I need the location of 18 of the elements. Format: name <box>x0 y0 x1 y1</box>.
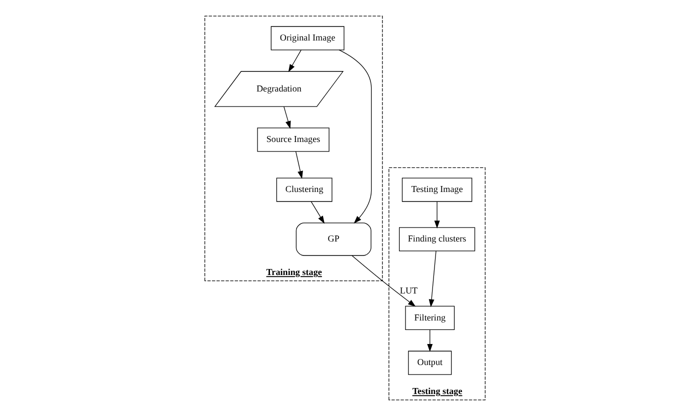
node-box: Original Image <box>270 26 344 50</box>
arrow <box>434 201 440 228</box>
arrow <box>288 50 302 72</box>
node-box: Testing Image <box>402 178 472 202</box>
node-box: GP <box>296 222 372 256</box>
node-box: Finding clusters <box>399 227 476 252</box>
node-box: Source Images <box>257 128 330 152</box>
arrow <box>352 255 416 307</box>
arrow <box>427 330 433 352</box>
arrow <box>284 106 291 129</box>
node-box: Clustering <box>276 178 332 202</box>
arrow <box>310 201 325 224</box>
edge-label: LUT <box>400 285 418 296</box>
arrow <box>338 50 372 224</box>
node-box: Output <box>408 350 452 375</box>
arrow <box>295 151 303 179</box>
arrow <box>428 250 436 308</box>
node-box: Filtering <box>405 306 455 330</box>
